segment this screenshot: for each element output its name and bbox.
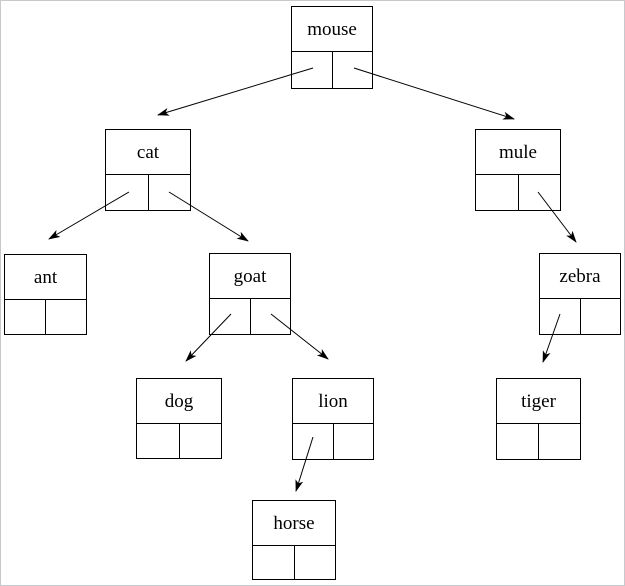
node-horse-right-pointer-cell — [295, 546, 336, 579]
node-goat: goat — [209, 253, 291, 335]
node-goat-right-pointer-cell — [251, 299, 291, 334]
node-zebra-pointer-cells — [540, 299, 620, 334]
node-horse-pointer-cells — [253, 546, 335, 579]
node-cat-right-pointer-cell — [149, 175, 191, 210]
node-ant-label: ant — [5, 255, 86, 300]
node-mouse-label: mouse — [292, 7, 372, 52]
node-cat: cat — [105, 129, 191, 211]
node-tiger-left-pointer-cell — [497, 424, 539, 459]
node-dog-pointer-cells — [137, 424, 221, 458]
node-zebra-label: zebra — [540, 254, 620, 299]
node-dog-left-pointer-cell — [137, 424, 180, 458]
node-horse-left-pointer-cell — [253, 546, 295, 579]
node-mule-right-pointer-cell — [519, 175, 561, 210]
node-goat-label: goat — [210, 254, 290, 299]
node-goat-pointer-cells — [210, 299, 290, 334]
node-dog-label: dog — [137, 379, 221, 424]
node-tiger-label: tiger — [497, 379, 580, 424]
node-tiger-right-pointer-cell — [539, 424, 580, 459]
node-cat-left-pointer-cell — [106, 175, 149, 210]
node-lion-right-pointer-cell — [334, 424, 374, 459]
node-cat-pointer-cells — [106, 175, 190, 210]
node-lion-label: lion — [293, 379, 373, 424]
node-zebra-left-pointer-cell — [540, 299, 581, 334]
node-horse-label: horse — [253, 501, 335, 546]
node-mouse-right-pointer-cell — [333, 52, 373, 88]
node-cat-label: cat — [106, 130, 190, 175]
node-lion-pointer-cells — [293, 424, 373, 459]
node-mule-left-pointer-cell — [476, 175, 519, 210]
node-mouse-pointer-cells — [292, 52, 372, 88]
edge-mouse-right-to-mule — [353, 67, 515, 120]
node-zebra: zebra — [539, 253, 621, 335]
node-ant-right-pointer-cell — [46, 300, 86, 334]
node-mule-label: mule — [476, 130, 560, 175]
node-zebra-right-pointer-cell — [581, 299, 621, 334]
node-mule: mule — [475, 129, 561, 211]
node-goat-left-pointer-cell — [210, 299, 251, 334]
node-lion-left-pointer-cell — [293, 424, 334, 459]
node-horse: horse — [252, 500, 336, 580]
node-tiger: tiger — [496, 378, 581, 460]
node-lion: lion — [292, 378, 374, 460]
node-ant: ant — [4, 254, 87, 335]
node-tiger-pointer-cells — [497, 424, 580, 459]
node-mouse: mouse — [291, 6, 373, 89]
edge-mouse-left-to-cat — [157, 67, 314, 116]
node-ant-pointer-cells — [5, 300, 86, 334]
node-mouse-left-pointer-cell — [292, 52, 333, 88]
node-dog: dog — [136, 378, 222, 459]
node-dog-right-pointer-cell — [180, 424, 222, 458]
node-mule-pointer-cells — [476, 175, 560, 210]
node-ant-left-pointer-cell — [5, 300, 46, 334]
